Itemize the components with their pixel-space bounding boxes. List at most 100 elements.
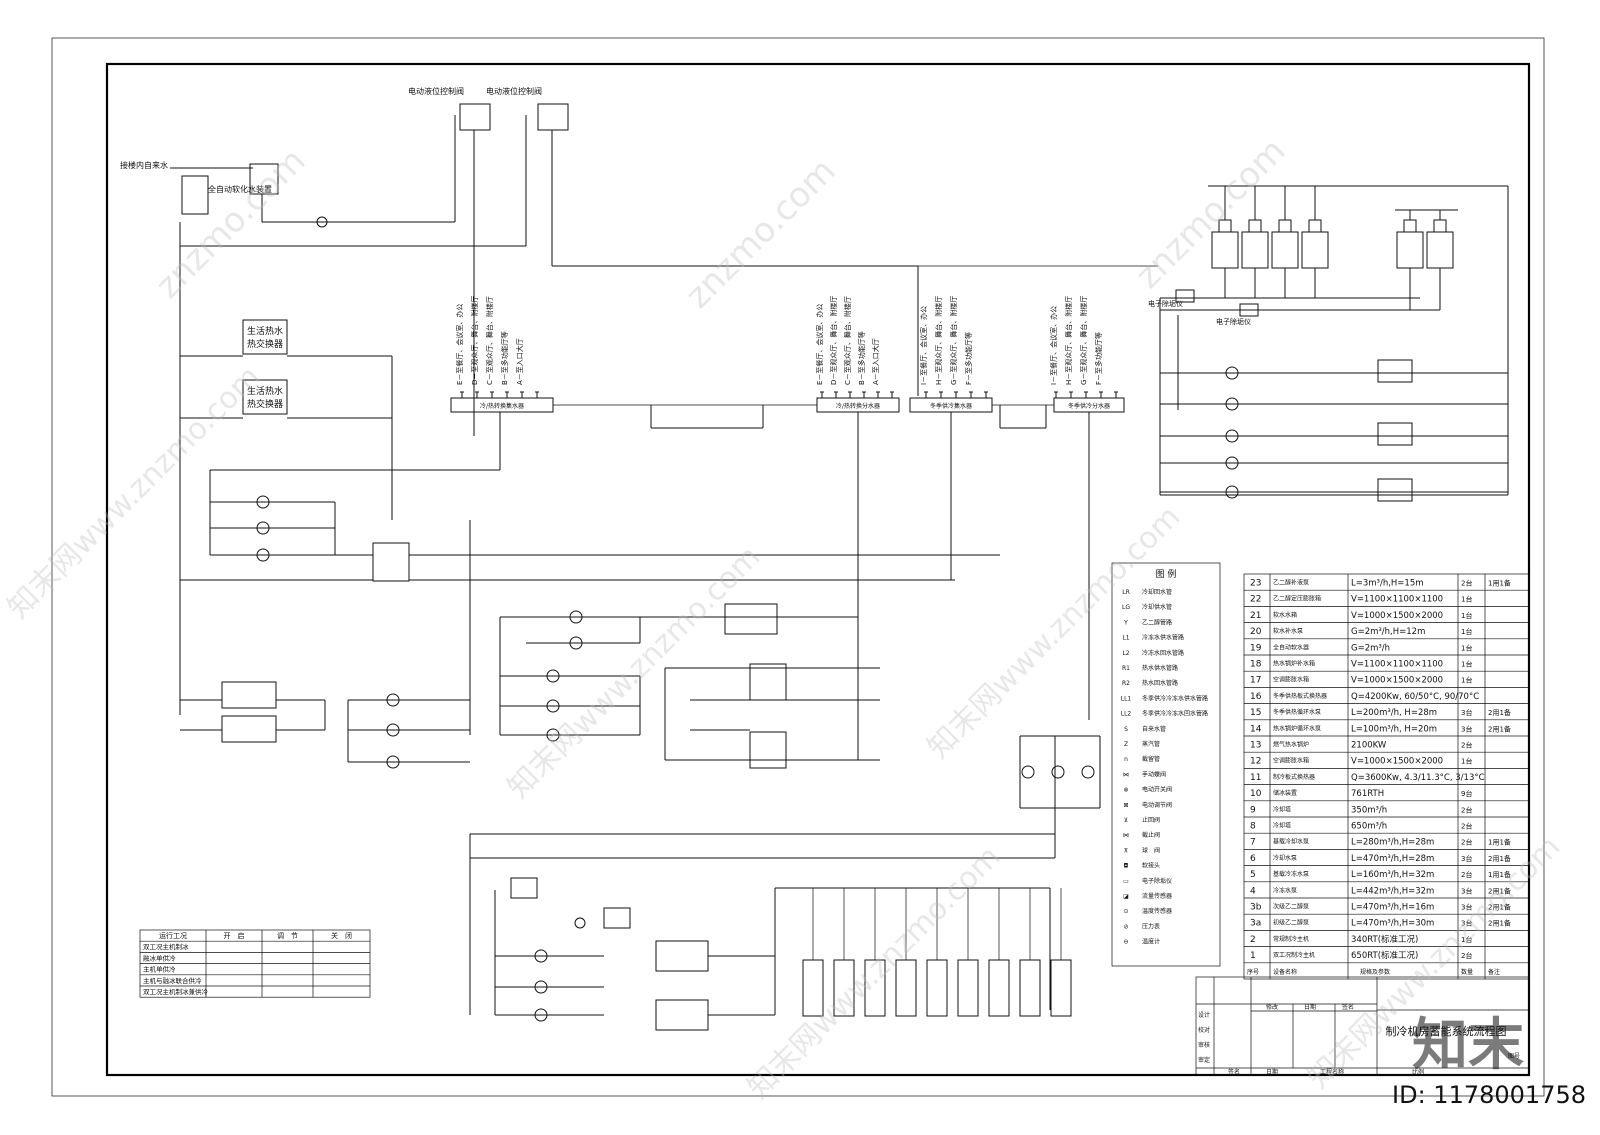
header-branch-labels-2: E－至餐厅、会议室、办公 D－至观众厅、舞台、附楼厅 C－至观众厅、舞台、附楼厅…	[815, 296, 880, 385]
ice-plate-hx-1	[749, 663, 787, 701]
legend-label: 手动蝶阀	[1142, 770, 1166, 778]
legend-symbol: R2	[1122, 680, 1130, 687]
op-row-label: 主机单供冷	[143, 965, 176, 974]
eq-footer-note: 备注	[1488, 968, 1500, 976]
legend-label: 压力表	[1142, 922, 1160, 930]
legend-symbol: ⊠	[1123, 802, 1128, 809]
tb-bottom-label: 工程名称	[1320, 1068, 1344, 1076]
legend-label: 电动开关阀	[1142, 786, 1172, 794]
op-row-label: 双工况主机制冰	[143, 942, 189, 951]
eq-footer-qty: 数量	[1461, 968, 1473, 976]
legend-symbol: LR	[1122, 589, 1130, 596]
glycol-makeup-tank	[603, 907, 631, 929]
eq-no: 1	[1250, 951, 1256, 961]
eq-qty: 3台	[1461, 854, 1472, 863]
cooling-tower-unit	[1301, 231, 1329, 269]
watermark-logo: 知末	[1412, 1013, 1524, 1078]
cw-pump-1	[1021, 765, 1035, 779]
watermark-text-4: 知末网www.znzmo.com	[1, 359, 267, 625]
tb-left-label: 设计	[1198, 1011, 1210, 1019]
eq-spec: L=100m³/h, H=20m	[1351, 724, 1437, 734]
eq-spec: L=3m³/h,H=15m	[1351, 579, 1424, 589]
eq-name: 冷却塔	[1273, 805, 1291, 813]
eq-spec: L=470m³/h,H=30m	[1351, 919, 1434, 929]
eq-spec: V=1100×1100×1100	[1351, 660, 1443, 670]
eq-qty: 3台	[1461, 724, 1472, 733]
cooling-tower-unit	[1211, 231, 1239, 269]
eq-note: 1用1备	[1488, 838, 1511, 847]
boiler-pump-3	[256, 548, 270, 562]
hx2-label-line1: 生活热水	[247, 385, 283, 397]
sheet-border	[51, 37, 1545, 1097]
legend-label: 电子除垢仪	[1142, 877, 1172, 885]
cw-row-pump	[1225, 366, 1239, 380]
watermark-text-3: znzmo.com	[1128, 131, 1293, 296]
legend-symbol: S	[1124, 726, 1128, 733]
branch-4-g: G－至观众厅、舞台、附楼厅	[1079, 296, 1088, 385]
legend-symbol: LG	[1122, 604, 1130, 611]
legend-label: 电动调节阀	[1142, 801, 1172, 809]
legend-symbol: LL1	[1121, 695, 1132, 702]
legend-label: 自来水管	[1142, 725, 1166, 733]
boiler-2	[221, 715, 277, 743]
eq-qty: 1台	[1461, 627, 1472, 636]
op-row-label: 双工况主机制冰兼供冷	[143, 987, 209, 996]
eq-note: 1用1备	[1488, 579, 1511, 588]
watermark-id: ID: 1178001758	[1392, 1081, 1586, 1109]
cw-row-pump	[1225, 485, 1239, 499]
eq-name: 热水锅炉补水箱	[1273, 660, 1315, 668]
glycol-expansion-tank	[510, 877, 538, 899]
eq-qty: 1台	[1461, 643, 1472, 652]
softener-unit	[249, 163, 279, 195]
boiler-area	[180, 436, 1000, 769]
eq-no: 22	[1250, 595, 1261, 605]
branch-1-e: E－至餐厅、会议室、办公	[455, 304, 464, 385]
primary-glycol-pump-1	[534, 949, 548, 963]
branch-1-a: A－至入口大厅	[515, 338, 524, 385]
boiler-pump-1	[256, 495, 270, 509]
title-block: 设计校对审核审定修改日期签名签名日期工程名称比例图号 制冷机房蓄能系统流程图	[1195, 976, 1530, 1076]
eq-spec: 2100KW	[1351, 741, 1387, 751]
valve-label-2: 电动液位控制阀	[486, 86, 542, 96]
cooling-tower-unit	[1271, 231, 1299, 269]
eq-note: 2用1备	[1488, 903, 1511, 912]
eq-name: 基载冷冻水泵	[1273, 870, 1309, 878]
header-branch-labels-1: E－至餐厅、会议室、办公 D－至观众厅、舞台、附楼厅 C－至观众厅、舞台、附楼厅…	[455, 296, 524, 385]
cw-chiller	[1377, 422, 1413, 446]
ice-plate-hx-2	[749, 731, 787, 769]
eq-name: 冷却塔	[1273, 822, 1291, 830]
tower-fan	[1308, 219, 1322, 233]
tower-fan	[1248, 219, 1262, 233]
eq-no: 3a	[1250, 919, 1261, 929]
tb-bottom-label: 比例	[1412, 1068, 1424, 1076]
op-header: 关 闭	[331, 931, 352, 940]
tower-fan	[1403, 219, 1417, 233]
legend-label: 软接头	[1142, 862, 1160, 870]
legend-label: 流量传感器	[1142, 892, 1172, 900]
eq-name: 乙二醇定压膨胀箱	[1273, 595, 1321, 603]
eq-spec: G=2m³/h,H=12m	[1351, 627, 1425, 637]
legend-label: 冷却回水管	[1142, 588, 1172, 596]
eq-footer-spec: 规格及参数	[1360, 968, 1390, 976]
dual-chiller-2	[655, 999, 709, 1031]
valve-label-1: 电动液位控制阀	[408, 86, 464, 96]
tb-row-label: 修改	[1266, 1003, 1278, 1011]
eq-name: 燃气热水锅炉	[1273, 741, 1309, 749]
eq-qty: 3台	[1461, 903, 1472, 912]
eq-name: 制冷板式换热器	[1273, 773, 1315, 781]
eq-spec: 350m³/h	[1351, 805, 1387, 815]
tb-row-label: 签名	[1342, 1003, 1354, 1011]
domestic-hx-area: 生活热水 热交换器 生活热水 热交换器	[180, 319, 393, 520]
op-row-label: 融冰单供冷	[143, 953, 176, 962]
op-header: 调 节	[277, 931, 298, 940]
legend-symbol: ▭	[1123, 878, 1129, 885]
eq-spec: 650RT(标准工况)	[1351, 950, 1418, 961]
tb-left-label: 审定	[1198, 1056, 1210, 1064]
legend-symbol: R1	[1122, 665, 1130, 672]
eq-spec: V=1000×1500×2000	[1351, 676, 1443, 686]
legend-symbol: ⊖	[1123, 939, 1128, 946]
base-pump-1	[569, 610, 583, 624]
tb-bottom-label: 日期	[1266, 1068, 1278, 1076]
